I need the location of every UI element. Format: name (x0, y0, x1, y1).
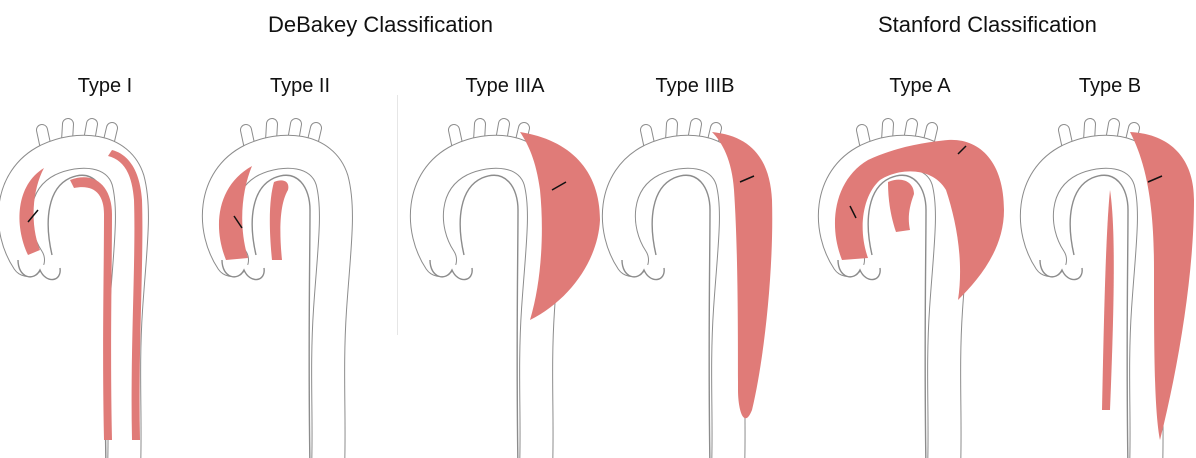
type-ii-aorta (219, 124, 336, 458)
type-a-aorta (835, 124, 1004, 458)
type-iiib-aorta (619, 124, 772, 458)
type-b-aorta (1037, 124, 1194, 458)
type-i-aorta (15, 124, 143, 458)
type-iiia-aorta (427, 124, 600, 458)
